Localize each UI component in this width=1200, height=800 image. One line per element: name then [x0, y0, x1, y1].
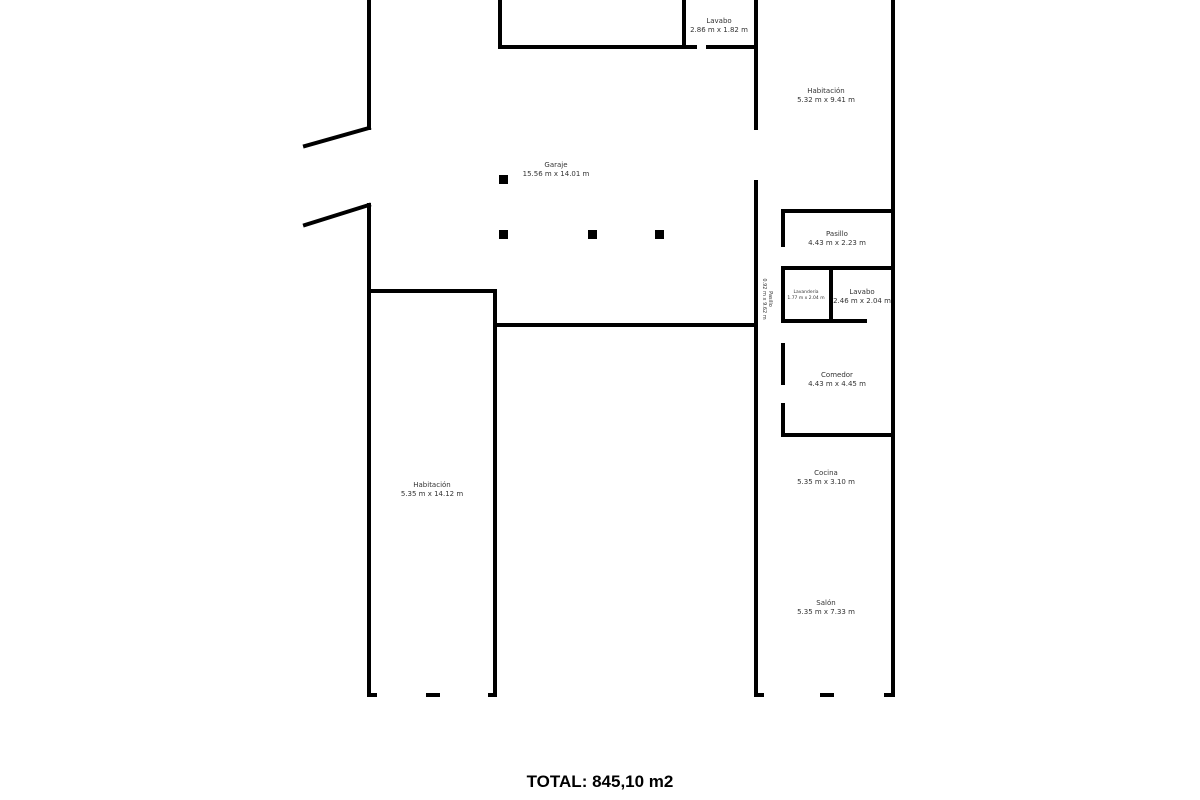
column	[499, 175, 508, 184]
total-area: TOTAL: 845,10 m2	[526, 772, 674, 791]
column	[499, 230, 508, 239]
column	[655, 230, 664, 239]
column	[588, 230, 597, 239]
